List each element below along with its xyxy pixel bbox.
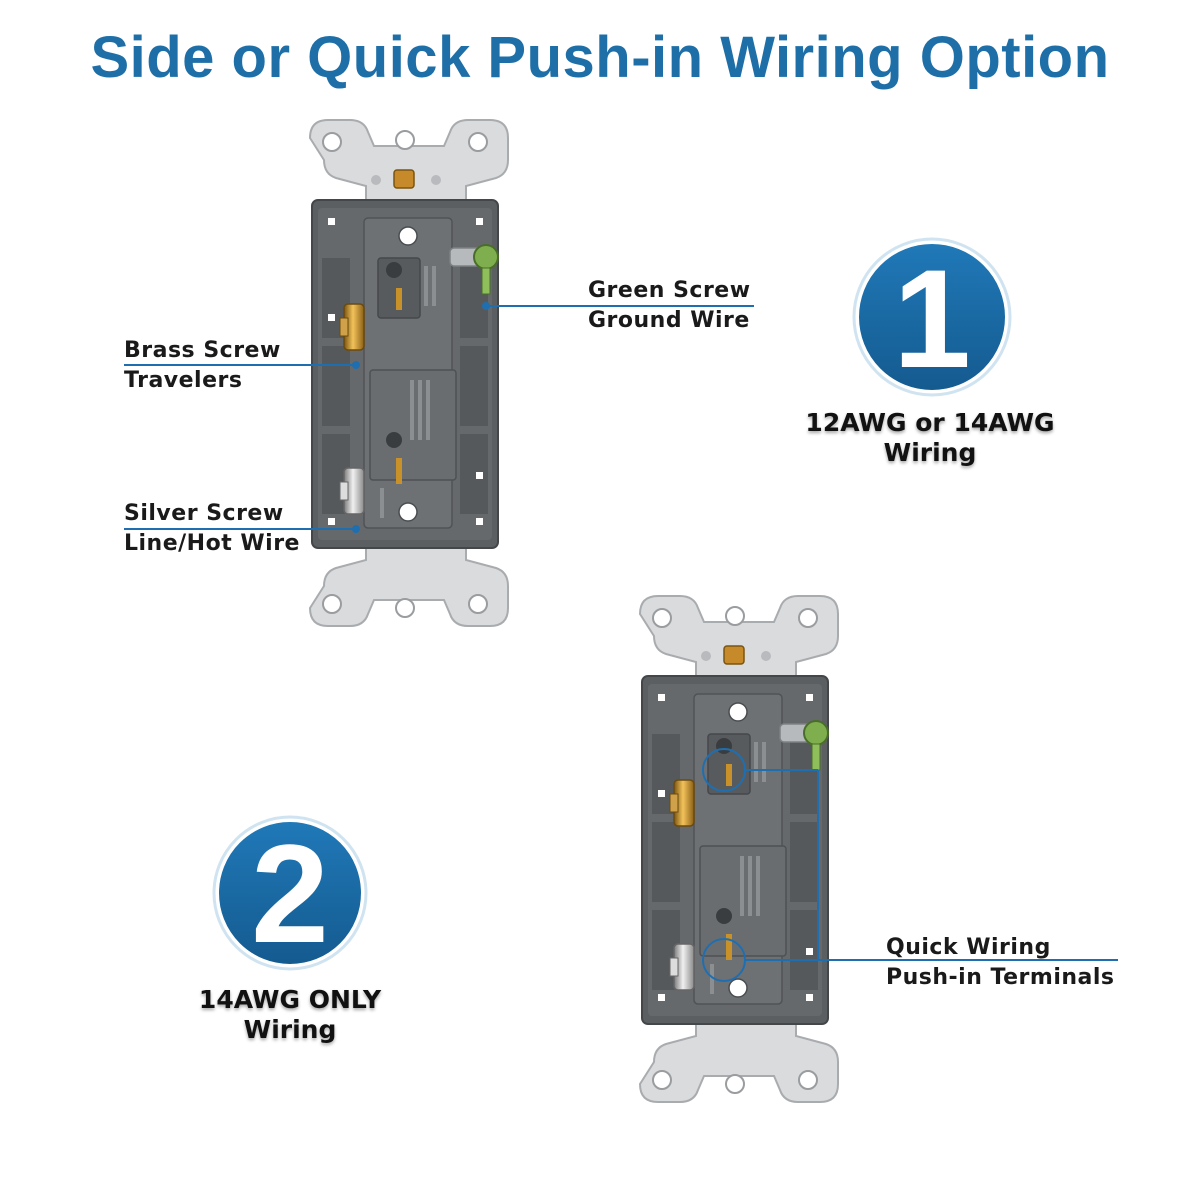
green-screw-label: Green Screw Ground Wire xyxy=(588,276,751,336)
green-screw-line2: Ground Wire xyxy=(588,308,750,333)
badge-2-number: 2 xyxy=(251,815,329,972)
option-1-caption: 12AWG or 14AWG Wiring xyxy=(790,408,1070,468)
switch-back-diagram xyxy=(309,119,509,627)
silver-screw-label: Silver Screw Line/Hot Wire xyxy=(124,499,300,559)
switch-back-diagram xyxy=(639,595,839,1103)
brass-screw-label: Brass Screw Travelers xyxy=(124,336,281,396)
option-1-caption-line1: 12AWG or 14AWG xyxy=(805,408,1055,437)
option-1-caption-line2: Wiring xyxy=(883,438,977,467)
quick-wiring-line1: Quick Wiring xyxy=(886,935,1051,960)
option-2-caption-line1: 14AWG ONLY xyxy=(198,985,382,1014)
option-2-caption-line2: Wiring xyxy=(243,1015,337,1044)
option-2-caption: 14AWG ONLY Wiring xyxy=(150,985,430,1045)
quick-wiring-label: Quick Wiring Push-in Terminals xyxy=(886,933,1115,993)
silver-screw-line1: Silver Screw xyxy=(124,501,284,526)
quick-wiring-line2: Push-in Terminals xyxy=(886,965,1115,990)
silver-screw-line2: Line/Hot Wire xyxy=(124,531,300,556)
badge-1-icon: 1 xyxy=(852,237,1012,397)
brass-screw-line1: Brass Screw xyxy=(124,338,281,363)
page-title: Side or Quick Push-in Wiring Option xyxy=(90,25,1110,90)
badge-1-number: 1 xyxy=(893,240,971,397)
brass-screw-line2: Travelers xyxy=(124,368,243,393)
green-screw-line1: Green Screw xyxy=(588,278,751,303)
badge-2-icon: 2 xyxy=(212,815,368,972)
